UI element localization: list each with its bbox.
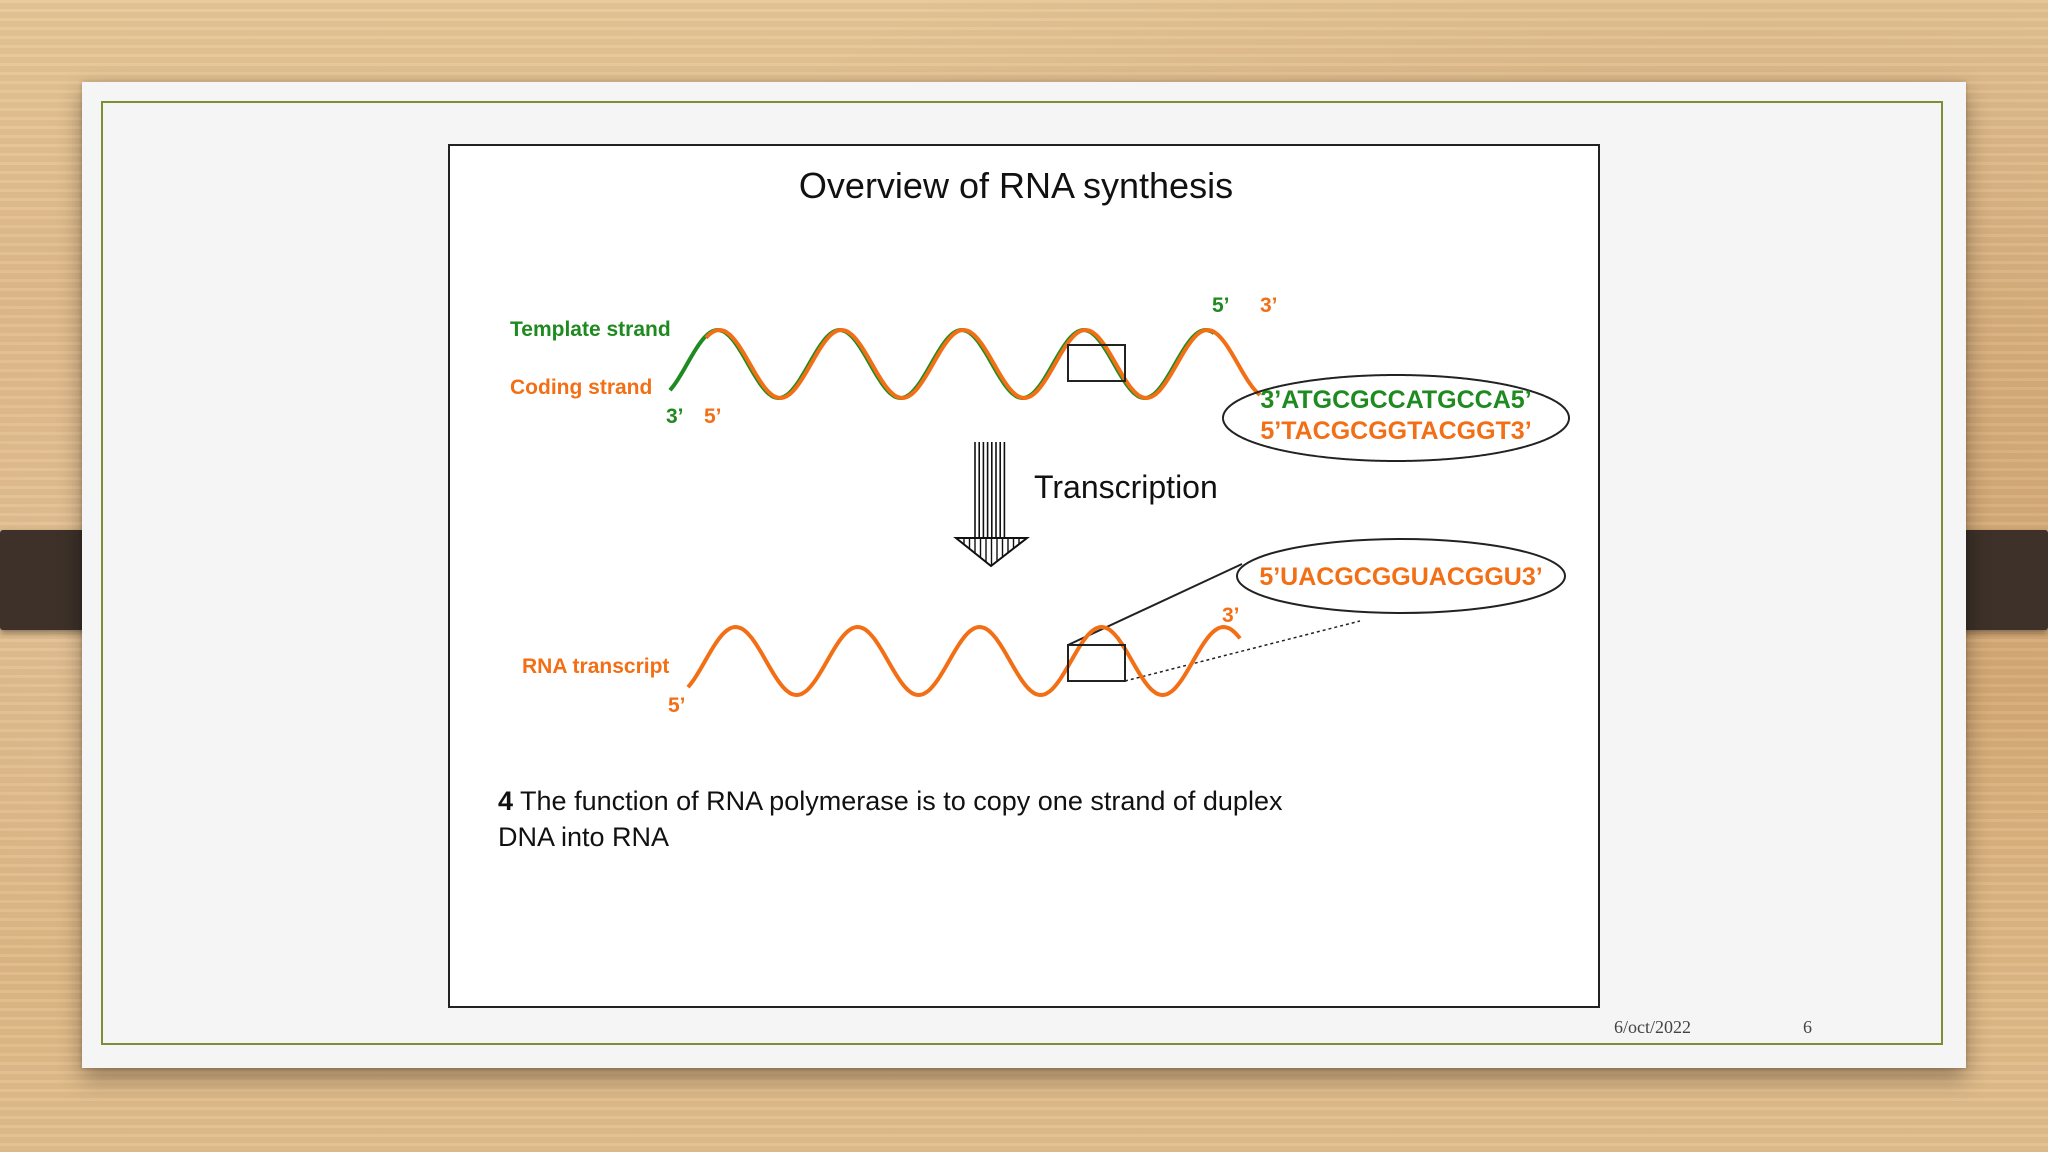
template-sequence: 3’ATGCGCCATGCCA5’: [1260, 386, 1531, 414]
coding-top-end: 3’: [1260, 294, 1278, 317]
caption-line-2: DNA into RNA: [498, 822, 669, 852]
coding-strand-wave: [704, 327, 1262, 401]
rna-highlight-box: [1067, 644, 1126, 682]
rna-start-end: 5’: [668, 694, 686, 717]
footer-date: 6/oct/2022: [1614, 1017, 1691, 1037]
dna-highlight-box: [1067, 344, 1126, 382]
slide-frame: [101, 101, 1943, 1045]
rna-sequence: 5’UACGCGGUACGGU3’: [1259, 563, 1542, 591]
caption-text-1: The function of RNA polymerase is to cop…: [513, 786, 1283, 816]
zoom-line-lower: [1124, 620, 1361, 682]
caption-number: 4: [498, 786, 513, 816]
rna-synthesis-figure: Overview of RNA synthesis Template stran…: [448, 144, 1600, 1008]
template-top-end: 5’: [1212, 294, 1230, 317]
template-start-end: 3’: [666, 405, 684, 428]
coding-start-end: 5’: [704, 405, 722, 428]
coding-sequence: 5’TACGCGGTACGGT3’: [1260, 417, 1531, 445]
caption-line-1: 4 The function of RNA polymerase is to c…: [498, 786, 1283, 816]
figure-canvas: Overview of RNA synthesis Template stran…: [498, 165, 1570, 852]
rna-transcript-label: RNA transcript: [522, 655, 669, 678]
page-number: 6: [1803, 1017, 1812, 1037]
transcription-label: Transcription: [1034, 469, 1218, 505]
rna-transcript-wave: [686, 624, 1242, 698]
coding-strand-label: Coding strand: [510, 376, 652, 399]
dna-sequence-ellipse: [1222, 374, 1570, 462]
figure-title: Overview of RNA synthesis: [799, 165, 1233, 206]
rna-top-end: 3’: [1222, 604, 1240, 627]
template-strand-label: Template strand: [510, 318, 671, 341]
rna-sequence-ellipse: [1236, 538, 1566, 614]
zoom-line-upper: [1067, 563, 1243, 646]
transcription-arrow: [953, 442, 1030, 568]
